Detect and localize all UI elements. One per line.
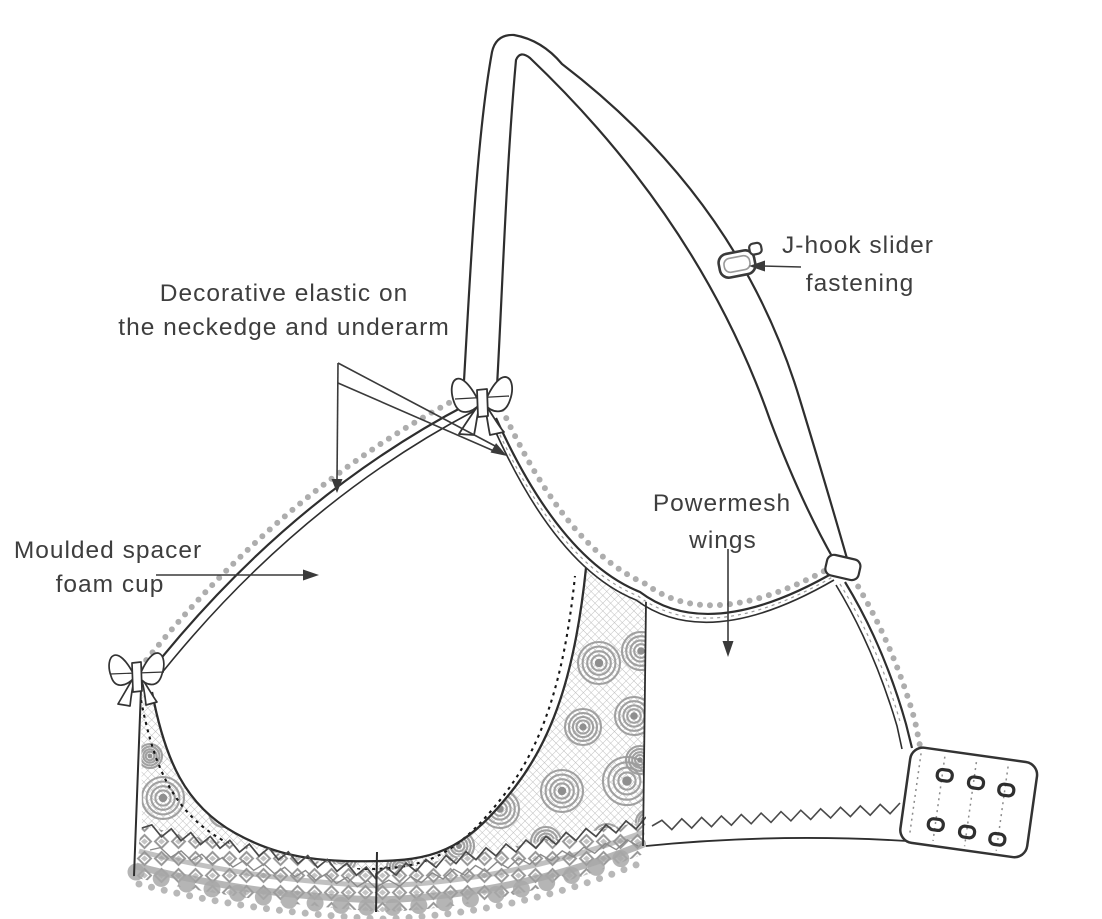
underwire-seam-stitch bbox=[139, 575, 577, 871]
arrowhead-diagonal-icon bbox=[490, 443, 507, 456]
neckedge-elastic-right-underarm bbox=[492, 406, 845, 624]
label-decorative-elastic-line1: Decorative elastic on bbox=[160, 280, 408, 307]
arrowhead-right-icon bbox=[303, 569, 319, 581]
arrowhead-left-icon bbox=[749, 260, 765, 272]
cup-wing-seam bbox=[642, 601, 647, 847]
arrowhead-down2-icon bbox=[722, 641, 734, 657]
center-gore-seam bbox=[375, 851, 378, 913]
leader-arrow-powermesh bbox=[722, 549, 734, 657]
arrowhead-down-icon bbox=[331, 479, 343, 493]
label-powermesh-line2: wings bbox=[688, 527, 757, 554]
band-scallop-edge bbox=[127, 840, 654, 917]
hook-and-eye-tab bbox=[899, 746, 1039, 859]
leader-arrow-decorative-elastic bbox=[331, 362, 507, 493]
label-moulded-cup-line2: foam cup bbox=[56, 571, 165, 598]
wing-bottom-edge bbox=[645, 837, 908, 847]
leader-arrow-jhook bbox=[749, 260, 802, 272]
shoulder-strap bbox=[461, 31, 852, 570]
strap-wing-connector bbox=[824, 553, 862, 582]
underwire-seam bbox=[150, 567, 588, 863]
center-front-bow bbox=[108, 652, 165, 707]
band-mid-zigzag bbox=[149, 838, 639, 892]
band-top-elastic-zigzag bbox=[141, 816, 647, 882]
leader-arrow-moulded-cup bbox=[156, 569, 319, 581]
wing-bottom-elastic-zigzag bbox=[651, 802, 901, 831]
center-front-edge bbox=[133, 688, 142, 877]
label-decorative-elastic-line2: the neckedge and underarm bbox=[118, 314, 449, 341]
label-jhook-line2: fastening bbox=[806, 270, 914, 297]
hook-eyes bbox=[926, 767, 1016, 847]
label-powermesh-line1: Powermesh bbox=[653, 490, 791, 517]
powermesh-wing bbox=[645, 572, 911, 847]
wing-back-edge-elastic bbox=[835, 575, 923, 750]
j-hook-slider bbox=[717, 241, 763, 279]
neckedge-elastic-left bbox=[137, 393, 475, 685]
label-jhook-line1: J-hook slider bbox=[782, 232, 934, 259]
label-moulded-cup-line1: Moulded spacer bbox=[14, 537, 202, 564]
apex-bow bbox=[450, 376, 513, 436]
